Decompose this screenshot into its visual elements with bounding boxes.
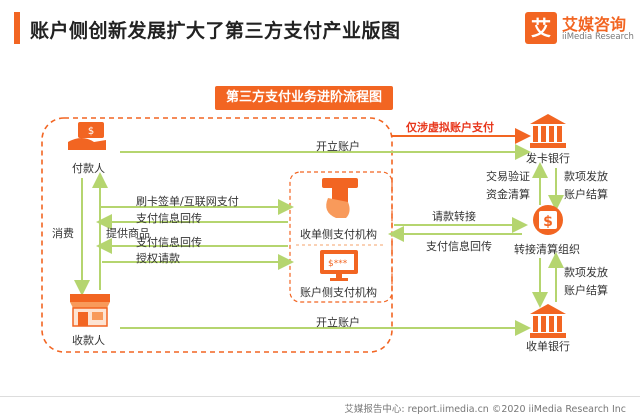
node-issuer-bank: 发卡银行 [526,152,570,165]
payer-icon: $ [68,122,106,150]
edge-card-swipe: 刷卡签单/互联网支付 [136,195,239,208]
edge-open-account-bottom: 开立账户 [316,316,360,329]
edge-account-settle-2: 账户结算 [564,284,608,297]
bank-icon-issuer [530,114,566,148]
diagram-banner: 第三方支付业务进阶流程图 [215,86,393,110]
edge-provide-goods: 提供商品 [106,227,150,240]
edge-pay-info-return-1: 支付信息回传 [136,212,202,225]
card-terminal-icon [322,178,358,218]
node-account-side: 账户侧支付机构 [300,286,377,299]
clearing-icon: $ [533,205,563,235]
footer-source: 艾媒报告中心: report.iimedia.cn ©2020 iiMedia … [344,404,626,415]
footer: 艾媒报告中心: report.iimedia.cn ©2020 iiMedia … [0,396,640,416]
edge-request-transfer: 请款转接 [432,210,476,223]
svg-text:$***: $*** [328,259,348,269]
logo-text-en: iiMedia Research [562,32,634,42]
bank-icon-acquiring [530,304,566,338]
edge-funds-issue-1: 款项发放 [564,170,608,183]
svg-text:$: $ [88,126,94,137]
edge-txn-verify: 交易验证 [486,170,530,183]
edge-pay-info-return-3: 支付信息回传 [426,240,492,253]
edge-fund-clearing: 资金清算 [486,188,530,201]
shop-icon [70,294,110,327]
node-acquirer-side: 收单侧支付机构 [300,228,377,241]
brand-logo: 艾 艾媒咨询 iiMedia Research [525,10,635,50]
logo-text-cn: 艾媒咨询 [562,15,627,34]
edge-pay-info-return-2: 支付信息回传 [136,236,202,249]
node-payer: 付款人 [72,162,105,175]
logo-mark: 艾 [525,12,557,44]
svg-text:$: $ [543,214,553,230]
edge-auth-request: 授权请款 [136,252,180,265]
edge-virtual-account: 仅涉虚拟账户支付 [406,121,494,134]
node-clearing: 转接清算组织 [514,243,580,256]
flow-diagram: $ $*** $ [41,114,566,353]
monitor-icon: $*** [320,250,358,281]
edge-funds-issue-2: 款项发放 [564,266,608,279]
node-acquiring-bank: 收单银行 [526,340,570,353]
page-title: 账户侧创新发展扩大了第三方支付产业版图 [30,20,401,42]
node-payee: 收款人 [72,334,105,347]
edge-account-settle-1: 账户结算 [564,188,608,201]
edge-open-account-top: 开立账户 [316,140,360,153]
title-accent-bar [14,12,20,44]
edge-consume: 消费 [52,227,74,240]
